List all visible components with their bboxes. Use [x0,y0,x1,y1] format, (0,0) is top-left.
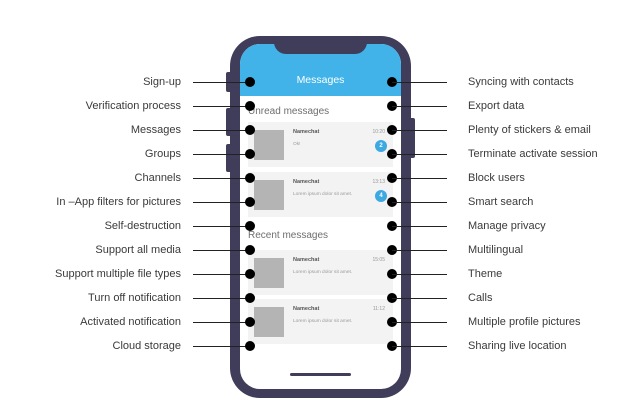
chat-preview: Lorem ipsum dolor sit amet. [293,270,353,275]
feature-label-right: Sharing live location [468,340,567,352]
connector-line [193,250,249,251]
phone-power-button [409,118,415,158]
chat-name: Namechat [293,257,320,263]
connector-dot [245,245,255,255]
chat-time: 10:20 [372,129,385,135]
connector-line [392,82,447,83]
connector-line [392,274,447,275]
chat-name: Namechat [293,179,320,185]
connector-line [193,130,249,131]
chat-time: 13:13 [372,179,385,185]
chat-card[interactable]: Namechat 11:12 Lorem ipsum dolor sit ame… [248,299,393,344]
feature-label-right: Plenty of stickers & email [468,124,591,136]
connector-dot [245,149,255,159]
feature-label-right: Multilingual [468,244,524,256]
avatar [254,130,284,160]
feature-label-left: Cloud storage [112,340,182,352]
home-indicator [290,373,351,376]
feature-label-left: Self-destruction [104,220,181,232]
feature-label-right: Syncing with contacts [468,76,574,88]
feature-label-left: Groups [144,148,181,160]
connector-line [193,274,249,275]
connector-dot [245,101,255,111]
connector-dot [245,269,255,279]
chat-preview: Ok! [293,142,301,147]
feature-label-left: Support multiple file types [55,268,181,280]
feature-label-left: Channels [134,172,181,184]
chat-name: Namechat [293,129,320,135]
connector-line [392,106,447,107]
feature-label-right: Theme [468,268,503,280]
avatar [254,258,284,288]
feature-label-left: Activated notification [80,316,181,328]
connector-line [193,106,249,107]
feature-label-right: Multiple profile pictures [468,316,581,328]
connector-dot [245,221,255,231]
unread-badge: 2 [375,140,387,152]
connector-line [193,178,249,179]
connector-dot [245,77,255,87]
phone-volume-down-button [226,144,232,172]
feature-label-right: Calls [468,292,493,304]
feature-label-right: Export data [468,100,525,112]
connector-line [392,178,447,179]
connector-line [193,298,249,299]
connector-dot [245,317,255,327]
avatar [254,307,284,337]
connector-line [392,322,447,323]
connector-line [392,250,447,251]
feature-label-left: In –App filters for pictures [56,196,181,208]
connector-line [392,130,447,131]
feature-label-left: Verification process [85,100,181,112]
connector-line [193,346,249,347]
connector-line [392,202,447,203]
feature-label-right: Terminate activate session [468,148,598,160]
connector-dot [245,197,255,207]
chat-preview: Lorem ipsum dolor sit amet. [293,192,353,197]
header-title: Messages [296,74,345,86]
connector-dot [245,125,255,135]
chat-card[interactable]: Namechat 15:05 Lorem ipsum dolor sit ame… [248,250,393,295]
recent-section-title: Recent messages [248,230,329,241]
connector-line [392,154,447,155]
avatar [254,180,284,210]
feature-label-left: Turn off notification [88,292,181,304]
feature-label-left: Sign-up [143,76,181,88]
connector-line [392,346,447,347]
feature-label-right: Block users [468,172,525,184]
chat-time: 11:12 [372,306,385,312]
connector-line [193,322,249,323]
phone-screen: Messages Unread messages Namechat 10:20 … [240,44,401,389]
chat-name: Namechat [293,306,320,312]
feature-label-left: Messages [130,124,181,136]
connector-dot [245,341,255,351]
feature-label-left: Support all media [95,244,181,256]
connector-dot [245,173,255,183]
phone-notch [274,36,367,54]
chat-time: 15:05 [372,257,385,263]
connector-line [392,226,447,227]
chat-card[interactable]: Namechat 13:13 Lorem ipsum dolor sit ame… [248,172,393,217]
connector-line [193,226,249,227]
unread-badge: 4 [375,190,387,202]
feature-label-right: Smart search [468,196,534,208]
chat-card[interactable]: Namechat 10:20 Ok! 2 [248,122,393,167]
connector-line [392,298,447,299]
unread-section-title: Unread messages [248,106,330,117]
connector-dot [245,293,255,303]
phone-volume-up-button [226,108,232,136]
feature-label-right: Manage privacy [468,220,546,232]
connector-line [193,82,249,83]
chat-preview: Lorem ipsum dolor sit amet. [293,319,353,324]
connector-line [193,154,249,155]
connector-line [193,202,249,203]
